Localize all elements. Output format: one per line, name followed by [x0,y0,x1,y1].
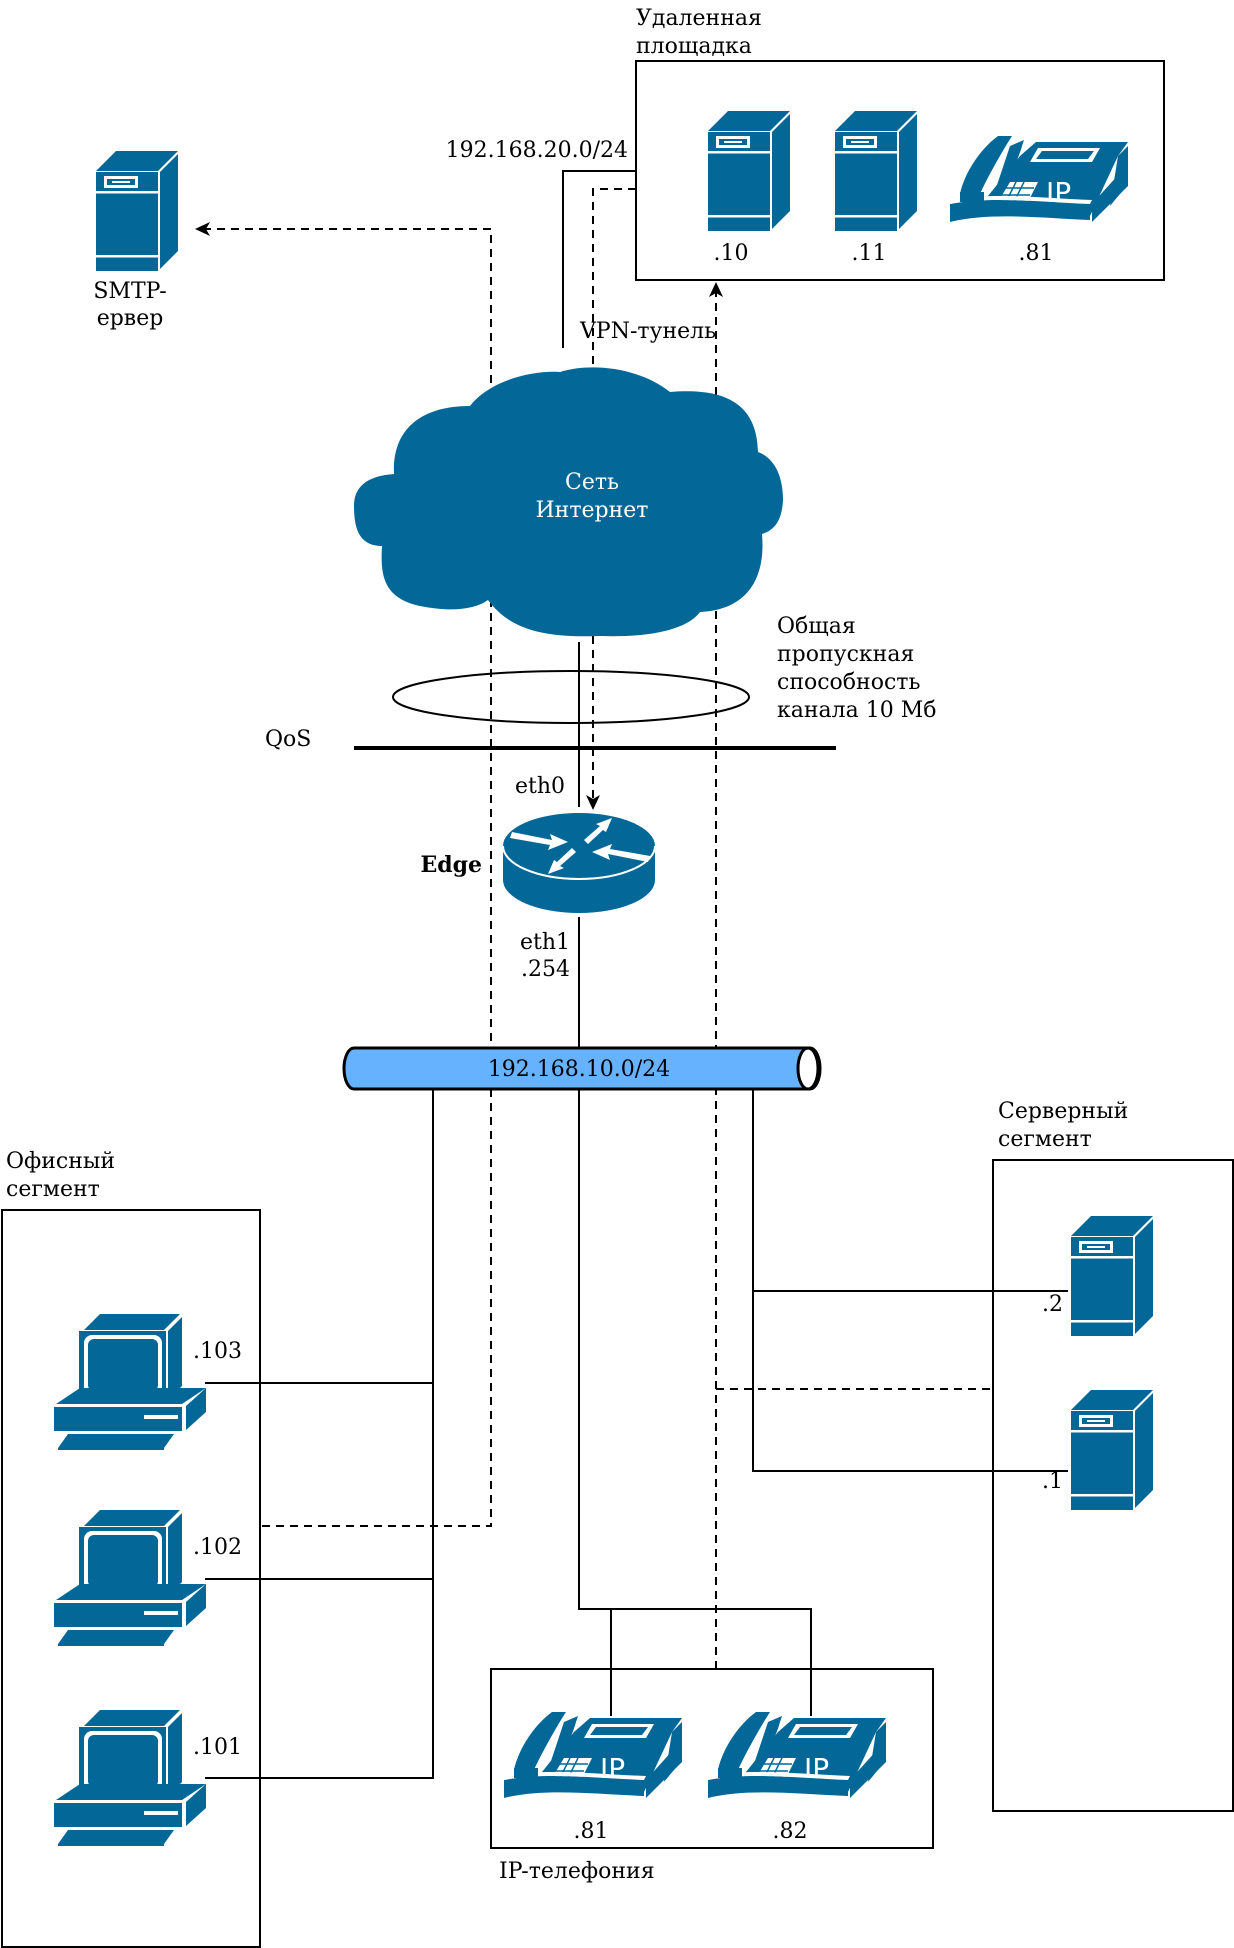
qos-label: QoS [265,727,311,752]
remote-site-link [562,170,636,348]
office-link [205,1089,434,1779]
remote-subnet-label: 192.168.20.0/24 [446,138,628,163]
ip-telephony-title: IP-телефония [499,1859,655,1884]
workstation-102-icon[interactable] [54,1510,206,1646]
server-segment-title-2: сегмент [998,1127,1092,1152]
remote-server-10-label: .10 [714,241,749,266]
ip-telephony-box [490,1668,934,1849]
vpn-arrow-down-icon [586,795,600,810]
workstation-101-icon[interactable] [54,1710,206,1846]
bandwidth-note-1: Общая [777,614,856,639]
bus-subnet-label: 192.168.10.0/24 [488,1057,670,1082]
remote-site-title-2: площадка [636,34,752,59]
smtp-traffic-path [205,228,492,1527]
workstation-103-icon[interactable] [54,1314,206,1450]
ip-phone-82-icon[interactable] [708,1711,886,1799]
bandwidth-note-2: пропускная [777,642,914,667]
remote-server-10-icon[interactable] [708,111,790,231]
ip-phone-81-label: .81 [574,1819,609,1844]
workstation-102-label: .102 [193,1535,242,1560]
office-segment-title-1: Офисный [6,1149,115,1174]
office-segment-box [1,1209,261,1948]
ip-phone-82-label: .82 [773,1819,808,1844]
lan-bus [342,1046,822,1091]
bandwidth-note-3: способность [777,670,920,695]
telephony-link [578,1089,812,1716]
remote-ip-phone-81-icon[interactable] [950,135,1128,223]
router-eth0-label: eth0 [515,774,565,799]
server-segment-box [992,1159,1234,1812]
router-edge[interactable] [502,813,656,913]
smtp-server-icon[interactable] [96,151,178,271]
workstation-103-label: .103 [193,1339,242,1364]
server-2-label: .2 [1042,1292,1063,1317]
remote-server-11-label: .11 [852,241,887,266]
router-name: Edge [420,852,482,878]
internet-cloud-icon [354,367,783,637]
smtp-arrow-left-icon [195,222,210,236]
ip-phone-81-icon[interactable] [504,1711,682,1799]
vpn-label: VPN-тунель [579,319,716,344]
bandwidth-ellipse [392,670,750,724]
remote-site-box [635,60,1165,281]
smtp-server-label-1: SMTP- [93,279,166,304]
server-1-icon[interactable] [1071,1390,1153,1510]
workstation-101-label: .101 [193,1735,242,1760]
server-2-icon[interactable] [1071,1216,1153,1336]
bandwidth-note-4: канала 10 Мб [777,698,937,723]
office-segment-title-2: сегмент [6,1177,100,1202]
remote-ip-phone-81-label: .81 [1019,241,1054,266]
voip-arrow-up-icon [709,282,723,297]
remote-site-title-1: Удаленная [636,6,762,31]
server-segment-title-1: Серверный [998,1099,1128,1124]
server-1-label: .1 [1042,1469,1063,1494]
remote-server-11-icon[interactable] [835,111,917,231]
router-arrows-icon [510,818,650,874]
router-eth1-ip: .254 [521,957,570,982]
smtp-server-label-2: ервер [97,306,164,331]
router-eth1-label: eth1 [520,930,570,955]
internet-label-2: Интернет [536,498,649,523]
server-segment-link [752,1089,1068,1472]
internet-label-1: Сеть [565,470,619,495]
